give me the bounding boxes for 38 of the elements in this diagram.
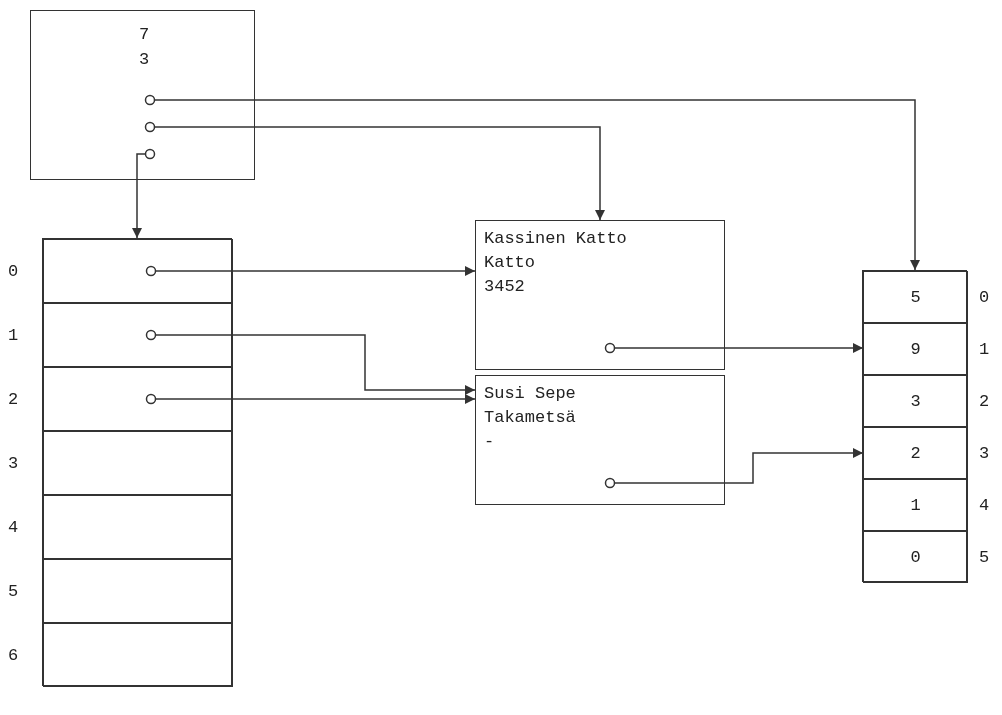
pointer-arrow — [145, 265, 476, 277]
value-text: 5 — [909, 288, 922, 308]
index-label: 5 — [979, 548, 990, 568]
index-label: 0 — [8, 262, 19, 282]
pointer-arrow — [145, 393, 476, 405]
index-label: 1 — [979, 340, 990, 360]
pointer-arrow — [604, 448, 864, 489]
index-label: 4 — [8, 518, 19, 538]
index-label: 2 — [979, 392, 990, 412]
value-text: 2 — [909, 444, 922, 464]
value-text: 3 — [139, 50, 150, 70]
index-label: 5 — [8, 582, 19, 602]
record-box — [475, 220, 725, 370]
field-text: - — [484, 432, 495, 452]
index-label: 4 — [979, 496, 990, 516]
value-text: 9 — [909, 340, 922, 360]
index-label: 3 — [8, 454, 19, 474]
pointer-arrow — [144, 94, 920, 271]
pointer-arrow — [144, 121, 605, 221]
value-text: 3 — [909, 392, 922, 412]
value-text: 7 — [139, 25, 150, 45]
index-label: 2 — [8, 390, 19, 410]
index-label: 1 — [8, 326, 19, 346]
index-label: 3 — [979, 444, 990, 464]
pointer-arrow — [145, 329, 476, 395]
name-text: Susi Sepe — [484, 384, 576, 404]
field-text: 3452 — [484, 277, 525, 297]
name-text: Kassinen Katto — [484, 229, 627, 249]
pointer-arrow — [132, 148, 156, 239]
field-text: Takametsä — [484, 408, 576, 428]
index-label: 6 — [8, 646, 19, 666]
value-text: 1 — [909, 496, 922, 516]
field-text: Katto — [484, 253, 535, 273]
struct-box — [30, 10, 255, 180]
pointer-arrow — [604, 342, 864, 354]
value-text: 0 — [909, 548, 922, 568]
record-box — [475, 375, 725, 505]
index-label: 0 — [979, 288, 990, 308]
